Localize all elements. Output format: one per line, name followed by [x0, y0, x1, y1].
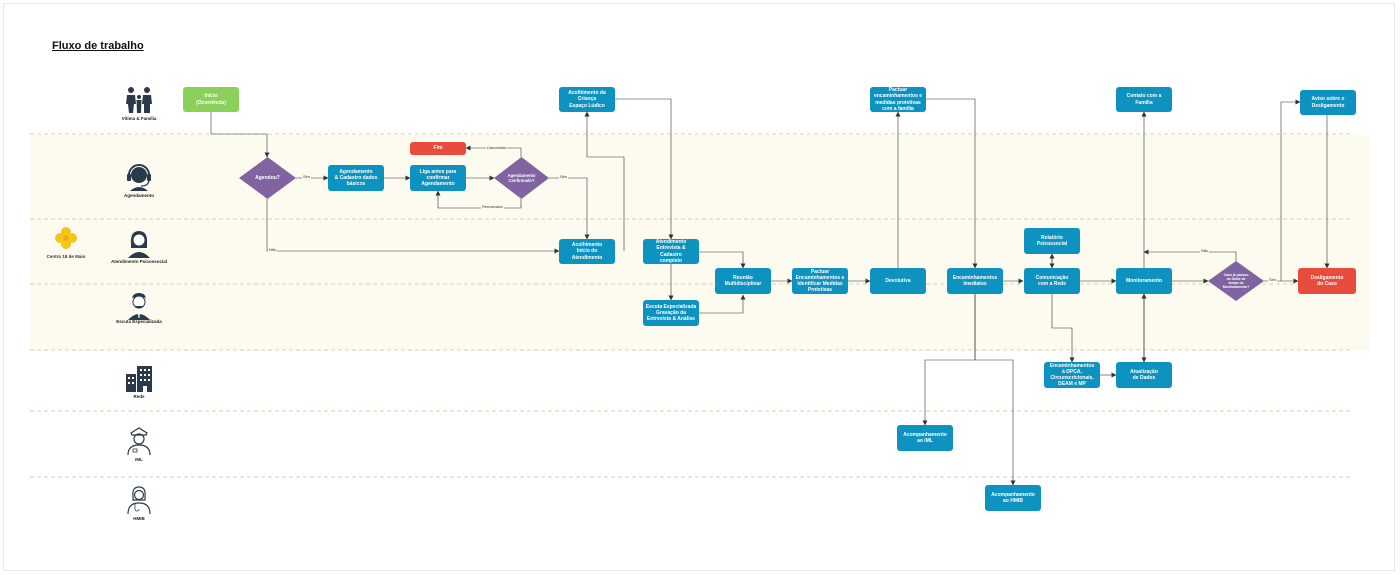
diamond-shape	[494, 157, 549, 199]
edge-label-sim: Sim	[1268, 277, 1277, 282]
lane-label: Escuta Especializada	[116, 319, 162, 324]
edge	[699, 294, 746, 314]
decision-label: Caso já passou do limite de tempo de Mon…	[1222, 272, 1250, 290]
page-title: Fluxo de trabalho	[52, 40, 144, 52]
edge	[1143, 249, 1237, 261]
node-encaminhamentos-imediatos[interactable]: Encaminhamentos Imediatos	[947, 268, 1003, 294]
man-avatar-icon	[128, 293, 150, 320]
node-relatorio[interactable]: Relatório Psicossocial	[1024, 228, 1080, 254]
decision-caso-passou[interactable]: Caso já passou do limite de tempo de Mon…	[1208, 261, 1264, 301]
node-acompanhamento-iml[interactable]: Acompanhamento ao IML	[897, 425, 953, 451]
node-inicio[interactable]: Início (Ocorrência)	[183, 87, 239, 112]
node-contato-familia[interactable]: Contato com a Família	[1116, 87, 1172, 112]
edge-label-nao: Não	[1200, 248, 1210, 253]
lane-label: HMIB	[133, 516, 145, 521]
lane-label: Rede	[133, 394, 145, 399]
org-label: Centro 18 de Maio	[46, 254, 86, 259]
edge	[210, 112, 270, 158]
woman-avatar-icon	[128, 231, 150, 258]
edge-label-sim: Sim	[302, 174, 311, 179]
headset-operator-icon	[127, 164, 151, 191]
node-acolhimento-crianca[interactable]: Acolhimento da Criança Espaço Lúdico	[559, 87, 615, 112]
flower-logo-icon	[55, 227, 77, 249]
node-atendimento[interactable]: Atendimento Entrevista & Cadastro comple…	[643, 239, 699, 264]
edge	[584, 111, 625, 251]
edge	[435, 190, 522, 209]
node-monitoramento[interactable]: Monitoramento	[1116, 268, 1172, 294]
node-devolutiva[interactable]: Devolutiva	[870, 268, 926, 294]
connectors	[210, 98, 1330, 486]
edge	[1280, 99, 1301, 281]
edge	[926, 98, 978, 269]
diamond-shape	[1208, 261, 1264, 301]
edge	[1051, 294, 1075, 363]
decision-label: Agendamento Confirmado?	[507, 172, 536, 183]
node-liga-antes[interactable]: Liga antes para confirmar Agendamento	[410, 165, 466, 191]
diamond-shape	[239, 157, 296, 199]
decision-agendou[interactable]: Agendou?	[239, 157, 296, 199]
family-icon	[126, 87, 152, 113]
node-acompanhamento-hmib[interactable]: Acompanhamento ao HMIB	[985, 485, 1041, 511]
node-encaminhamentos-dpca[interactable]: Encaminhamentos à DPCA, Circunscricionai…	[1044, 362, 1100, 388]
node-fim[interactable]: Fim	[410, 142, 466, 155]
edge	[615, 98, 674, 240]
doctor-icon	[127, 486, 151, 514]
node-reuniao[interactable]: Reunião Multidisciplinar	[715, 268, 771, 294]
lane-label: Agendamento	[123, 193, 154, 198]
node-pactuar-identificar[interactable]: Pactuar Encaminhamentos e Identificar Me…	[792, 268, 848, 294]
edge	[465, 145, 522, 157]
node-pactuar-familia[interactable]: Pactuar encaminhamentos e medidas protet…	[870, 87, 926, 112]
lane-label: IML	[135, 457, 143, 462]
node-aviso-desligamento[interactable]: Aviso sobre o Desligamento	[1300, 90, 1356, 115]
edge	[922, 294, 976, 426]
node-desligamento[interactable]: Desligamento do Caso	[1298, 268, 1356, 294]
edge-label-nao: Não	[268, 247, 278, 252]
edge-label-sim: Sim	[559, 174, 568, 179]
node-escuta[interactable]: Escuta Especializada Gravação da Entrevi…	[643, 300, 699, 326]
canvas-frame	[3, 3, 1395, 571]
edge	[699, 251, 746, 269]
node-comunicacao[interactable]: Comunicação com a Rede	[1024, 268, 1080, 294]
buildings-icon	[126, 366, 152, 392]
edge-label-cancelado: Cancelado	[486, 145, 508, 150]
node-acolhimento[interactable]: Acolhimento Início do Atendimento	[559, 239, 615, 264]
police-officer-icon	[127, 427, 151, 455]
lane-label: Atendimento Psicossocial	[110, 259, 167, 264]
edge	[549, 177, 590, 240]
edge-label-remarcado: Remarcado	[481, 204, 504, 209]
node-agendamento-cadastro[interactable]: Agendamento & Cadastro dados básicos	[328, 165, 384, 191]
decision-label: Agendou?	[255, 175, 280, 181]
edge	[974, 294, 1016, 486]
edge	[266, 199, 560, 254]
lane-label: Vítima & Família	[121, 116, 157, 121]
node-atualizacao[interactable]: Atualização de Dados	[1116, 362, 1172, 388]
decision-agendamento-confirmado[interactable]: Agendamento Confirmado?	[494, 157, 549, 199]
org-block: Centro 18 de Maio	[44, 226, 88, 259]
